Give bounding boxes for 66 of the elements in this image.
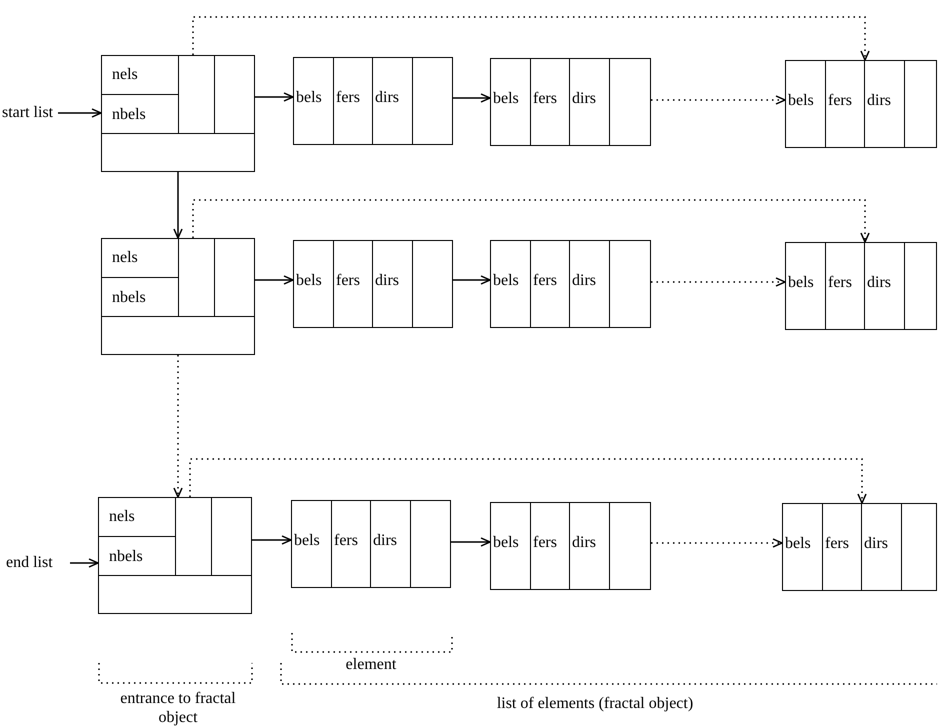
record-field: fers <box>531 503 570 589</box>
record-field: fers <box>826 61 865 147</box>
record-field: bels <box>491 59 531 145</box>
arrow <box>252 535 292 545</box>
record-field: dirs <box>371 501 411 587</box>
bracket-caption: element <box>344 655 398 674</box>
arrow <box>255 275 294 285</box>
bracket-caption: list of elements (fractal object) <box>496 694 694 713</box>
record-field: nbels <box>99 537 176 576</box>
record-field: fers <box>826 243 865 329</box>
record-field: nbels <box>102 278 179 317</box>
element-record <box>490 58 651 146</box>
record-field: dirs <box>865 61 905 147</box>
arrow <box>189 458 867 504</box>
record-field: nels <box>102 239 179 278</box>
pointer-label: start list <box>2 103 58 123</box>
record-field: fers <box>334 241 373 327</box>
record-field: dirs <box>373 241 413 327</box>
element-record <box>785 60 937 148</box>
record-field: nels <box>102 56 179 95</box>
arrow <box>453 93 491 103</box>
record-field: bels <box>786 61 826 147</box>
arrow <box>651 95 786 105</box>
record-field: fers <box>823 504 862 590</box>
record-field: nbels <box>102 95 179 134</box>
record-field: dirs <box>865 243 905 329</box>
entrance-record <box>101 238 255 355</box>
arrow <box>255 92 294 102</box>
record-field: dirs <box>373 58 413 144</box>
element-record <box>293 57 453 145</box>
entrance-record <box>101 55 255 172</box>
arrow <box>70 558 99 568</box>
record-field: fers <box>332 501 371 587</box>
record-field: bels <box>783 504 823 590</box>
arrow <box>58 108 102 118</box>
record-field: bels <box>491 503 531 589</box>
record-field: nels <box>99 498 176 537</box>
arrow <box>451 537 491 547</box>
record-field: fers <box>334 58 373 144</box>
record-field: bels <box>491 241 531 327</box>
element-record <box>490 502 651 590</box>
record-field: dirs <box>570 241 610 327</box>
arrow <box>192 16 870 61</box>
record-field: bels <box>294 241 334 327</box>
record-field: dirs <box>570 503 610 589</box>
arrow <box>453 275 491 285</box>
record-field: bels <box>292 501 332 587</box>
arrow <box>173 355 183 498</box>
record-field: dirs <box>570 59 610 145</box>
record-field: fers <box>531 241 570 327</box>
bracket-caption: entrance to fractal object <box>119 689 237 726</box>
arrow <box>651 538 783 548</box>
arrow <box>173 172 183 239</box>
record-field: fers <box>531 59 570 145</box>
pointer-label: end list <box>6 553 70 573</box>
element-record <box>291 500 451 588</box>
element-record <box>782 503 937 591</box>
entrance-record <box>98 497 252 614</box>
element-record <box>785 242 937 330</box>
element-record <box>293 240 453 328</box>
arrow <box>192 199 870 243</box>
element-record <box>490 240 651 328</box>
record-field: bels <box>786 243 826 329</box>
record-field: dirs <box>862 504 902 590</box>
record-field: bels <box>294 58 334 144</box>
arrow <box>651 277 786 287</box>
